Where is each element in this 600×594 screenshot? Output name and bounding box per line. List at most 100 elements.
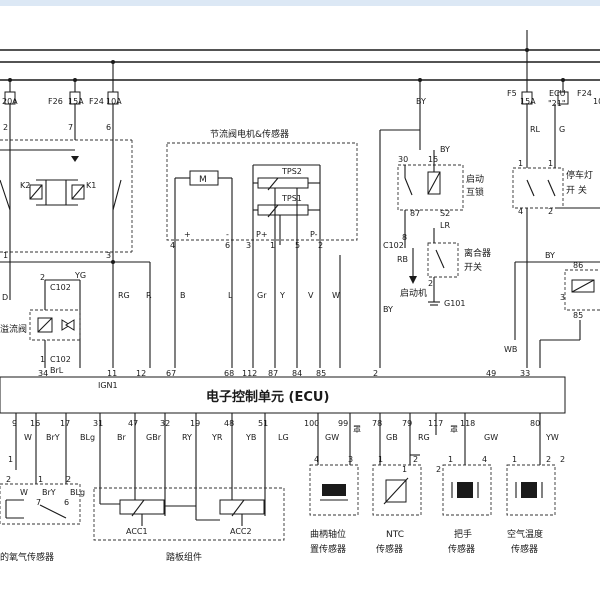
throttle-body-outline (166, 142, 358, 241)
bottom-wires (15, 413, 541, 520)
label-pins-misc-1: 7 (68, 123, 73, 132)
label-wires-b-yb: YB (245, 433, 256, 442)
label-wires-rb: RB (397, 255, 408, 264)
c102-a: C102 (50, 283, 71, 292)
o2-sensor-label: 的氧气传感器 (0, 551, 54, 563)
air-temp-sensor-2: 传感器 (511, 543, 538, 555)
acc1-label: ACC1 (126, 527, 148, 536)
starter-label: 启动机 (400, 287, 427, 299)
label-pins-misc-13: 3 (560, 293, 565, 302)
acc2-label: ACC2 (230, 527, 252, 536)
tps1-resistor (257, 204, 309, 216)
label-pins-misc-18: 2 (548, 207, 553, 216)
label-pins-misc-23: 7 (36, 498, 41, 507)
label-pins-ecu-top-10: 49 (486, 369, 496, 378)
label-pins-misc-19: 2 (6, 475, 11, 484)
ntc-sensor-1: NTC (386, 530, 404, 540)
relay-k1: K1 (86, 181, 96, 190)
brake-lamp-2: 开 关 (566, 184, 587, 196)
ecu-bottom-pins: 9 16 17 31 47 32 19 48 51 100 99 78 79 1… (12, 419, 540, 428)
label-pins-misc-27: 2 (413, 455, 418, 464)
label-pins-ecu-bottom-6: 19 (190, 419, 200, 428)
label-pins-ecu-bottom-9: 100 (304, 419, 319, 428)
label-pins-ecu-bottom-10: 99 (338, 419, 348, 428)
label-wires-b-bry: BrY (46, 433, 60, 442)
label-pins-misc-0: 2 (3, 123, 8, 132)
label-pins-ecu-top-1: 11 (107, 369, 117, 378)
start-interlock-outline (397, 164, 464, 211)
label-wires-b-lg: LG (278, 433, 289, 442)
brake-lamp-1: 停车灯 (566, 169, 593, 181)
label-pins-misc-9: 87 (410, 209, 420, 218)
label-pins-ecu-top-4: 68 (224, 369, 234, 378)
throttle-title: 节流阀电机&传感器 (210, 128, 289, 140)
air-temp-sensor-1: 空气温度 (507, 528, 543, 540)
label-pins-misc-33: 2 (436, 465, 441, 474)
crank-sensor-1: 曲柄轴位 (310, 528, 346, 540)
label-wires-rg: RG (118, 291, 130, 300)
label-pins-ecu-bottom-7: 48 (224, 419, 234, 428)
label-pins-ecu-top-6: 87 (268, 369, 278, 378)
pedal-assembly-outline (93, 487, 285, 541)
label-pins-misc-21: 2 (66, 475, 71, 484)
ecu-ref-num: "21" (548, 99, 566, 108)
label-pins-ecu-top-5: 112 (242, 369, 257, 378)
label-pins-ecu-bottom-14: 118 (460, 419, 475, 428)
label-pins-misc-31: 2 (546, 455, 551, 464)
label-labels-plus: + (184, 230, 191, 239)
ecu-top-pins: 34 11 12 67 68 112 87 84 85 2 49 33 (38, 369, 530, 378)
fuse-f5-rating: 15A (520, 97, 536, 106)
label-pins-misc-17: 1 (548, 159, 553, 168)
label-pins-top-0: 4 (170, 241, 175, 250)
pedal-label: 踏板组件 (166, 551, 202, 563)
idle-valve-label: 溢流阀 (0, 323, 27, 335)
ecu-block (0, 376, 566, 414)
label-pins-misc-3: 1 (3, 251, 8, 260)
label-pins-ecu-bottom-2: 17 (60, 419, 70, 428)
label-wires-b-blg: BLg (80, 433, 95, 442)
ign1-label: IGN1 (98, 381, 118, 390)
shield-2: 罩 (450, 425, 458, 434)
label-pins-misc-7: 30 (398, 155, 408, 164)
label-pins-misc-29: 4 (482, 455, 487, 464)
label-labels-p-plus: P+ (256, 230, 268, 239)
label-pins-misc-32: 1 (402, 465, 407, 474)
ecu-ref: ECU (549, 89, 566, 98)
label-pins-misc-20: 1 (38, 475, 43, 484)
label-pins-top-4: 5 (295, 241, 300, 250)
label-pins-ecu-bottom-1: 16 (30, 419, 40, 428)
label-wires-b-gw: GW (325, 433, 339, 442)
label-pins-top-3: 1 (270, 241, 275, 250)
label-wires-v: V (308, 291, 314, 300)
label-wires-b-gw2: GW (484, 433, 498, 442)
label-pins-misc-10: 86 (573, 261, 583, 270)
tps2-resistor (257, 177, 309, 189)
grip-sensor-1: 把手 (454, 528, 472, 540)
fuse-f26: F26 (48, 97, 63, 106)
relay-k2: K2 (20, 181, 30, 190)
label-pins-misc-28: 1 (448, 455, 453, 464)
label-pins-top-2: 3 (246, 241, 251, 250)
o2-sensor-outline (0, 483, 81, 525)
start-lock-1: 启动 (466, 173, 484, 185)
label-pins-top-5: 2 (318, 241, 323, 250)
label-pins-misc-11: 85 (573, 311, 583, 320)
label-wires-wb: WB (504, 345, 517, 354)
label-pins-misc-15: 2 (428, 279, 433, 288)
label-pins-ecu-bottom-3: 31 (93, 419, 103, 428)
label-pins-ecu-bottom-12: 79 (402, 419, 412, 428)
label-pins-misc-26: 1 (378, 455, 383, 464)
label-pins-ecu-top-3: 67 (166, 369, 176, 378)
label-labels-minus: - (226, 230, 229, 239)
crank-sensor-2: 置传感器 (310, 543, 346, 555)
label-wires-b-ry: RY (182, 433, 192, 442)
label-wires-y: Y (279, 291, 285, 300)
label-wires-b-rg: RG (418, 433, 430, 442)
label-pins-ecu-top-11: 33 (520, 369, 530, 378)
label-wires-yg: YG (74, 271, 86, 280)
label-pins-ecu-bottom-0: 9 (12, 419, 17, 428)
label-pins-misc-25: 3 (348, 455, 353, 464)
label-pins-top-1: 6 (225, 241, 230, 250)
label-wires-b-gb: GB (386, 433, 398, 442)
label-pins-misc-2: 6 (106, 123, 111, 132)
